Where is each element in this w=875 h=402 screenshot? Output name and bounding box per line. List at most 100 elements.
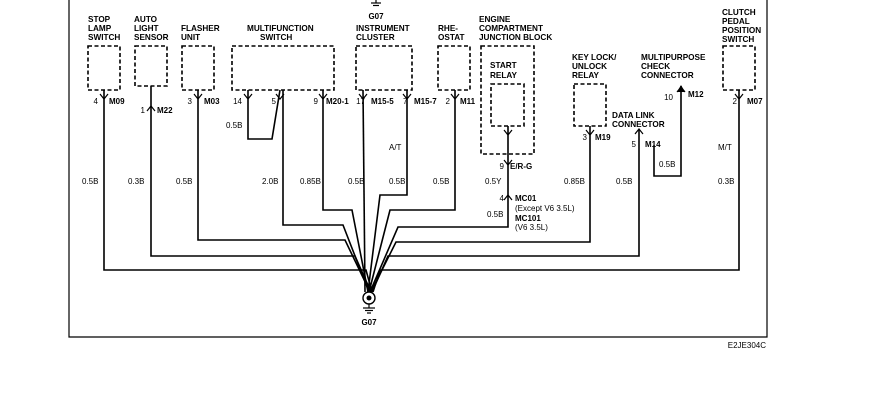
label-line: CONNECTOR	[612, 120, 665, 129]
pin-number: 1	[141, 106, 146, 115]
connector-id: M15-7	[414, 97, 437, 106]
pin-number: 7	[403, 97, 408, 106]
label-line: MULTIFUNCTION	[247, 24, 314, 33]
multipurpose-arrow-icon	[677, 85, 685, 92]
wire-clutch	[372, 90, 740, 293]
label-line: JUNCTION BLOCK	[479, 33, 552, 42]
wire-spec: 0.5B	[487, 210, 503, 219]
pin-number: 9	[500, 162, 505, 171]
connector-id: E/R-G	[510, 162, 532, 171]
wire-mf-5	[282, 90, 370, 293]
wire-spec: 0.85B	[564, 177, 585, 186]
label-line: RELAY	[572, 71, 600, 80]
label-line: UNIT	[181, 33, 200, 42]
connector-id: M07	[747, 97, 763, 106]
pin-number: 4	[500, 194, 505, 203]
label-line: FLASHER	[181, 24, 220, 33]
wire-rheostat	[368, 90, 456, 293]
pin-number: 3	[188, 97, 193, 106]
label-line: MULTIPURPOSE	[641, 53, 706, 62]
pin-number: 14	[233, 97, 242, 106]
stop-lamp-switch-box	[87, 45, 121, 91]
wire-start-relay	[369, 126, 509, 293]
label-line: SENSOR	[134, 33, 169, 42]
connector-note: (V6 3.5L)	[515, 223, 548, 232]
flasher-unit-label: FLASHER UNIT	[181, 24, 220, 42]
label-line: CLUSTER	[356, 33, 395, 42]
connector-id: M12	[688, 90, 704, 99]
ground-symbol-bottom	[362, 291, 376, 314]
rheostat-box	[437, 45, 471, 91]
wire-spec: 0.5B	[176, 177, 192, 186]
label-line: CLUTCH	[722, 8, 756, 17]
label-line: RHE-	[438, 24, 458, 33]
clutch-pedal-position-switch-label: CLUTCH PEDAL POSITION SWITCH	[722, 8, 761, 44]
clutch-pedal-position-switch-box	[722, 45, 756, 91]
connector-id: M14	[645, 140, 661, 149]
pin-number: 2	[733, 97, 738, 106]
wire-spec: 0.5B	[226, 121, 242, 130]
start-relay-label: START RELAY	[490, 61, 518, 80]
label-line: DATA LINK	[612, 111, 655, 120]
ground-top-label: G07	[368, 12, 384, 21]
wire-spec: 0.5B	[389, 177, 405, 186]
wire-ic-7	[367, 90, 408, 293]
key-lock-relay-label: KEY LOCK/ UNLOCK RELAY	[572, 53, 617, 80]
label-line: START	[490, 61, 517, 70]
label-line: COMPARTMENT	[479, 24, 543, 33]
engine-compartment-junction-block-box	[480, 45, 535, 155]
label-line: SWITCH	[722, 35, 754, 44]
label-line: OSTAT	[438, 33, 465, 42]
instrument-cluster-box	[355, 45, 413, 91]
label-line: SWITCH	[260, 33, 292, 42]
pin-number: 17	[356, 97, 365, 106]
figure-code: E2JE304C	[728, 341, 766, 350]
ground-bottom-label: G07	[361, 318, 377, 327]
pin-number: 5	[632, 140, 637, 149]
wire-mf-loop	[247, 89, 281, 140]
pin-number: 3	[583, 133, 588, 142]
label-line: KEY LOCK/	[572, 53, 617, 62]
diagram-frame	[68, 0, 768, 338]
label-line: SWITCH	[88, 33, 120, 42]
wire-spec: 0.85B	[300, 177, 321, 186]
label-line: CHECK	[641, 62, 670, 71]
label-line: INSTRUMENT	[356, 24, 410, 33]
wire-spec: 0.3B	[128, 177, 144, 186]
label-line: LIGHT	[134, 24, 159, 33]
wire-data-link	[371, 130, 640, 293]
connector-id: M15-5	[371, 97, 394, 106]
wire-auto-light	[150, 86, 372, 293]
wire-spec: 0.3B	[718, 177, 734, 186]
label-line: LAMP	[88, 24, 112, 33]
wire-flasher	[197, 90, 371, 293]
connector-id: M11	[460, 97, 476, 106]
connector-id: M22	[157, 106, 173, 115]
auto-light-sensor-label: AUTO LIGHT SENSOR	[134, 15, 169, 42]
wire-spec: 0.5B	[433, 177, 449, 186]
wire-mf-9	[322, 90, 369, 293]
connector-id: MC01	[515, 194, 537, 203]
connector-id: M19	[595, 133, 611, 142]
wire-ic-17	[362, 89, 366, 293]
connector-id: M20-1	[326, 97, 349, 106]
label-line: AUTO	[134, 15, 158, 24]
pin-number: 2	[446, 97, 451, 106]
wire-spec: 0.5Y	[485, 177, 502, 186]
label-line: UNLOCK	[572, 62, 607, 71]
label-line: CONNECTOR	[641, 71, 694, 80]
option-note-at: A/T	[389, 143, 402, 152]
connector-id: M03	[204, 97, 220, 106]
connector-id: MC101	[515, 214, 541, 223]
connector-arrows	[99, 86, 744, 201]
label-line: POSITION	[722, 26, 761, 35]
data-link-connector-label: DATA LINK CONNECTOR	[612, 111, 665, 129]
pin-number: 5	[272, 97, 277, 106]
label-line: STOP	[88, 15, 111, 24]
key-lock-unlock-relay-box	[573, 83, 607, 127]
label-line: ENGINE	[479, 15, 511, 24]
label-line: PEDAL	[722, 17, 750, 26]
engine-compartment-junction-block-label: ENGINE COMPARTMENT JUNCTION BLOCK	[479, 15, 552, 42]
start-relay-box	[490, 83, 525, 127]
